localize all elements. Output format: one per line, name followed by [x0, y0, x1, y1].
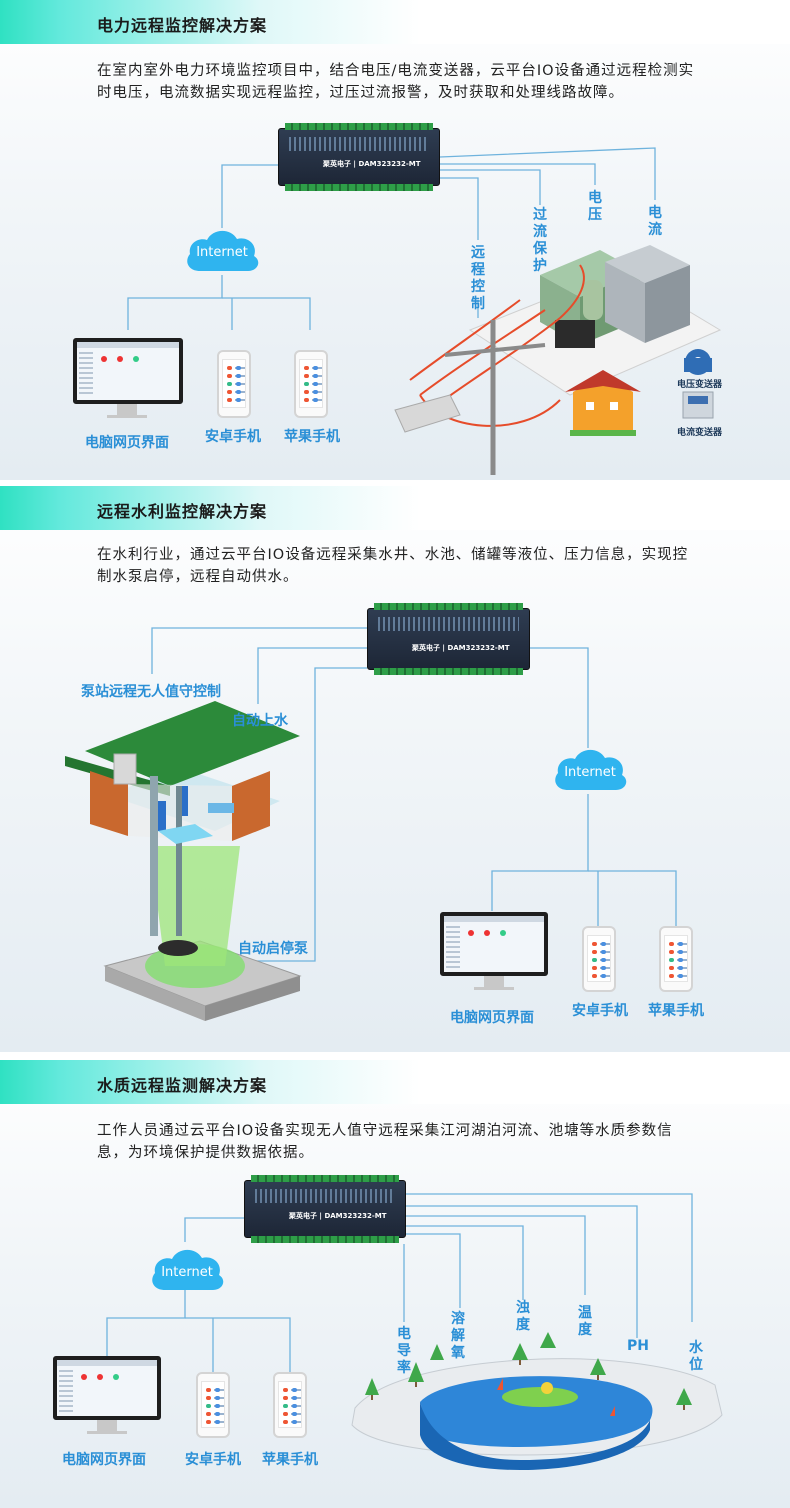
client-label-iphone: 苹果手机 — [648, 1003, 704, 1019]
monitor-screen — [440, 912, 548, 976]
function-label: 自动启停泵 — [238, 941, 308, 957]
cloud-label: Internet — [564, 765, 616, 780]
function-label: 电压 — [588, 190, 602, 223]
io-device: 聚英电子 | DAM323232-MT — [367, 603, 530, 675]
pc-monitor — [440, 912, 548, 1000]
pc-monitor — [53, 1356, 161, 1444]
monitor-screen — [53, 1356, 161, 1420]
terminal-block — [251, 1175, 399, 1182]
section-title: 远程水利监控解决方案 — [97, 502, 268, 521]
sensor-label: 电压变送器 — [677, 380, 723, 390]
power-scene — [394, 245, 722, 475]
android-phone — [582, 926, 616, 992]
internet-cloud: Internet — [147, 1244, 227, 1296]
connection-lines — [65, 627, 677, 1021]
parameter-label: 温度 — [578, 1305, 592, 1338]
pump-station-scene — [65, 701, 302, 1021]
terminal-block — [374, 603, 523, 610]
sensor-label: 电流变送器 — [677, 428, 723, 438]
connection-lines — [127, 147, 722, 475]
cloud-icon — [555, 749, 627, 790]
section-description: 在室内室外电力环境监控项目中，结合电压/电流变送器，云平台IO设备通过远程检测实… — [97, 63, 695, 101]
client-label-android: 安卓手机 — [205, 429, 261, 445]
section-title: 水质远程监测解决方案 — [97, 1076, 268, 1095]
client-label-pc: 电脑网页界面 — [62, 1452, 146, 1468]
parameter-label: 溶解氧 — [451, 1311, 465, 1361]
cloud-icon — [187, 230, 259, 271]
section-water-quality: 水质远程监测解决方案 工作人员通过云平台IO设备实现无人值守远程采集江河湖泊河流… — [0, 1060, 790, 1508]
io-device: 聚英电子 | DAM323232-MT — [278, 123, 440, 191]
io-device: 聚英电子 | DAM323232-MT — [244, 1175, 406, 1243]
client-label-android: 安卓手机 — [572, 1003, 628, 1019]
function-label: 泵站远程无人值守控制 — [81, 684, 221, 700]
section-title: 电力远程监控解决方案 — [97, 16, 268, 35]
connection-lines — [106, 1193, 723, 1470]
section-header-band — [0, 0, 790, 44]
iphone — [273, 1372, 307, 1438]
terminal-block — [251, 1236, 399, 1243]
internet-cloud: Internet — [182, 225, 262, 277]
android-phone — [196, 1372, 230, 1438]
parameter-label: 浊度 — [516, 1300, 530, 1333]
internet-cloud: Internet — [550, 744, 630, 796]
section-description: 在水利行业，通过云平台IO设备远程采集水井、水池、储罐等液位、压力信息，实现控制… — [97, 547, 689, 585]
function-label: 远程控制 — [471, 245, 485, 312]
cloud-icon — [152, 1249, 224, 1290]
device-leds — [255, 1189, 395, 1203]
device-label: 聚英电子 | DAM323232-MT — [323, 160, 421, 168]
section-header-band — [0, 1060, 790, 1104]
function-label: 过流保护 — [533, 207, 547, 274]
terminal-block — [285, 123, 433, 130]
section-water-conservancy: 远程水利监控解决方案 在水利行业，通过云平台IO设备远程采集水井、水池、储罐等液… — [0, 486, 790, 1052]
parameter-label: 水位 — [689, 1340, 703, 1373]
device-leds — [378, 617, 519, 631]
section-header-band — [0, 486, 790, 530]
android-phone — [217, 350, 251, 418]
client-label-iphone: 苹果手机 — [262, 1452, 318, 1468]
section-power: 电力远程监控解决方案 在室内室外电力环境监控项目中，结合电压/电流变送器，云平台… — [0, 0, 790, 480]
parameter-label: PH — [627, 1338, 649, 1354]
pc-monitor — [73, 338, 183, 426]
iphone — [294, 350, 328, 418]
lake-scene — [351, 1332, 723, 1470]
cloud-label: Internet — [161, 1265, 213, 1280]
function-label: 自动上水 — [232, 713, 288, 729]
parameter-label: 电导率 — [397, 1326, 411, 1376]
terminal-block — [285, 184, 433, 191]
device-leds — [289, 137, 429, 151]
client-label-pc: 电脑网页界面 — [85, 435, 169, 451]
client-label-iphone: 苹果手机 — [284, 429, 340, 445]
device-label: 聚英电子 | DAM323232-MT — [289, 1212, 387, 1220]
client-label-pc: 电脑网页界面 — [450, 1010, 534, 1026]
terminal-block — [374, 668, 523, 675]
section-description: 工作人员通过云平台IO设备实现无人值守远程采集江河湖泊河流、池塘等水质参数信息，… — [97, 1123, 673, 1161]
iphone — [659, 926, 693, 992]
monitor-screen — [73, 338, 183, 404]
cloud-label: Internet — [196, 245, 248, 260]
function-label: 电流 — [648, 205, 662, 238]
device-label: 聚英电子 | DAM323232-MT — [412, 644, 510, 652]
client-label-android: 安卓手机 — [185, 1452, 241, 1468]
